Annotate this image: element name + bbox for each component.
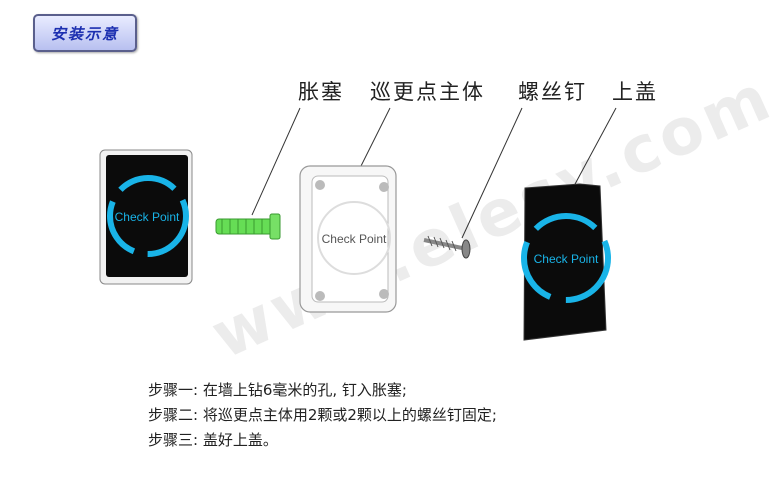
device-text-body: Check Point xyxy=(322,232,387,246)
step-2: 步骤二: 将巡更点主体用2颗或2颗以上的螺丝钉固定; xyxy=(148,406,497,424)
label-cover: 上盖 xyxy=(612,80,658,104)
screw xyxy=(423,235,471,259)
leader-anchor xyxy=(251,107,301,216)
title-badge: 安装示意 xyxy=(33,14,137,52)
device-body: Check Point xyxy=(299,165,397,313)
assembled-device: Check Point xyxy=(99,149,193,285)
leader-cover xyxy=(573,107,617,187)
leader-body xyxy=(359,107,391,169)
step-1: 步骤一: 在墙上钻6毫米的孔, 钉入胀塞; xyxy=(148,381,407,399)
leader-lines xyxy=(251,107,617,239)
device-text-left: Check Point xyxy=(115,210,180,224)
label-body: 巡更点主体 xyxy=(370,80,485,104)
device-cover: Check Point xyxy=(521,183,611,341)
label-anchor: 胀塞 xyxy=(298,80,344,104)
installation-steps: 步骤一: 在墙上钻6毫米的孔, 钉入胀塞; 步骤二: 将巡更点主体用2颗或2颗以… xyxy=(148,378,497,453)
wall-anchor xyxy=(215,213,281,240)
title-text: 安装示意 xyxy=(50,24,119,43)
leader-screw xyxy=(461,107,523,239)
label-screw: 螺丝钉 xyxy=(518,80,587,104)
device-text-cover: Check Point xyxy=(534,252,599,266)
step-3: 步骤三: 盖好上盖。 xyxy=(148,431,278,449)
